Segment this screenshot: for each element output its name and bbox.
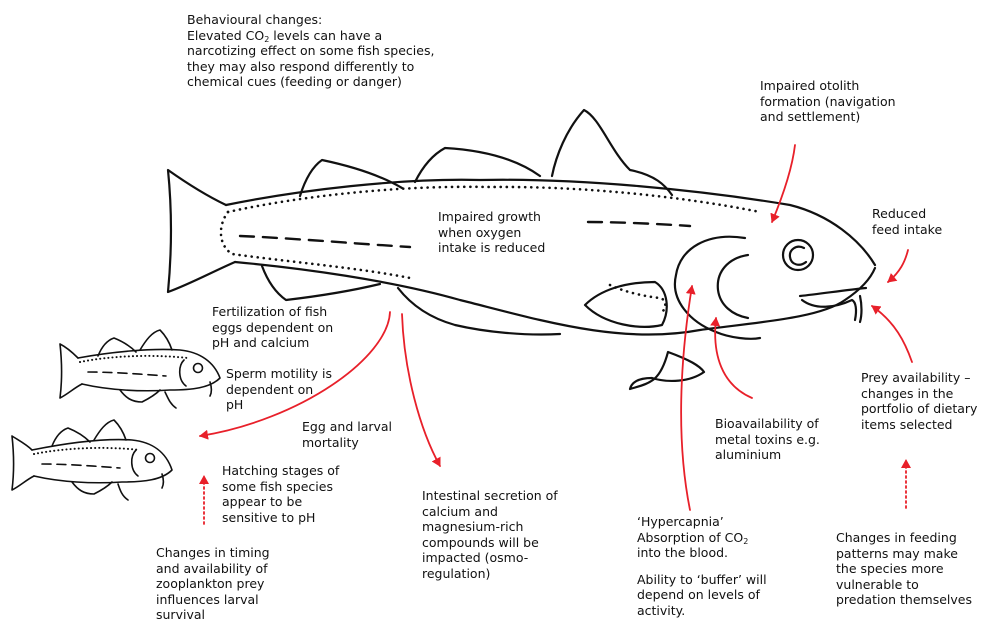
gill-cover-inner bbox=[718, 255, 748, 318]
barbel bbox=[860, 296, 862, 322]
arrow-feed-intake bbox=[888, 250, 908, 282]
arrow-prey-availability bbox=[872, 306, 912, 362]
label-hypercapnia: ‘Hypercapnia’ Absorption of CO2 into the… bbox=[637, 514, 767, 619]
label-feeding-patterns: Changes in feeding patterns may make the… bbox=[836, 530, 972, 608]
midline-dashed-2 bbox=[588, 222, 690, 226]
label-reduced-feed-intake: Reduced feed intake bbox=[872, 206, 942, 237]
label-sperm-motility: Sperm motility is dependent on pH bbox=[226, 366, 332, 413]
midline-dashed bbox=[240, 236, 410, 247]
gut-outline bbox=[610, 285, 665, 314]
small-fish-upper bbox=[60, 330, 220, 408]
fish-body-back bbox=[226, 180, 875, 265]
label-impaired-growth: Impaired growth when oxygen intake is re… bbox=[438, 209, 545, 256]
arrow-intestinal bbox=[402, 314, 440, 466]
label-bioavailability: Bioavailability of metal toxins e.g. alu… bbox=[715, 416, 820, 463]
pectoral-fin bbox=[585, 282, 667, 327]
tail-fin bbox=[168, 170, 235, 292]
dorsal-fin-2 bbox=[415, 148, 540, 182]
label-prey-availability: Prey availability – changes in the portf… bbox=[861, 370, 977, 432]
pelvic-fin bbox=[630, 352, 704, 389]
arrow-hypercapnia bbox=[681, 286, 692, 510]
label-hatching-stages: Hatching stages of some fish species app… bbox=[222, 463, 339, 525]
eye-pupil bbox=[790, 247, 806, 265]
label-zooplankton: Changes in timing and availability of zo… bbox=[156, 545, 270, 623]
arrow-bioavailability bbox=[715, 318, 752, 398]
label-impaired-otolith: Impaired otolith formation (navigation a… bbox=[760, 78, 896, 125]
arrow-otolith bbox=[772, 145, 795, 222]
label-egg-larval-mortality: Egg and larval mortality bbox=[302, 419, 392, 450]
anal-fin-2 bbox=[398, 288, 560, 335]
lower-jaw bbox=[802, 300, 856, 320]
label-behavioural-changes: Behavioural changes: Elevated CO2 levels… bbox=[187, 12, 434, 90]
small-fish-lower bbox=[12, 420, 172, 500]
label-fertilization: Fertilization of fish eggs dependent on … bbox=[212, 304, 333, 351]
label-intestinal-secretion: Intestinal secretion of calcium and magn… bbox=[422, 488, 558, 582]
